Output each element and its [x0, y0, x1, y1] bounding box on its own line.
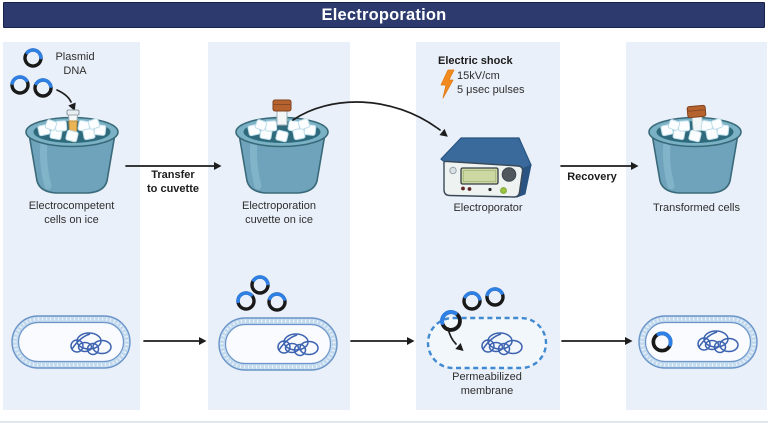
bottom-edge-line	[0, 421, 768, 423]
recovery-arrow	[560, 162, 639, 170]
bacterial-cell-icon	[10, 314, 132, 370]
ice-bucket-icon	[649, 104, 741, 193]
curved-arrow	[292, 101, 451, 140]
shock-pulses-value: 5 μsec pulses	[457, 84, 525, 96]
step1-caption: Electrocompetent cells on ice	[28, 200, 115, 226]
step2-caption: Electroporation cuvette on ice	[242, 200, 316, 226]
lightning-bolt-icon	[440, 69, 455, 99]
title-bar: Electroporation	[3, 2, 765, 28]
permeabilized-membrane-label: Permeabilized membrane	[452, 371, 522, 397]
recovery-label: Recovery	[567, 171, 617, 183]
electroporator-icon	[440, 137, 532, 198]
transfer-arrow	[125, 162, 222, 170]
device-led	[500, 187, 507, 194]
step3-caption: Electroporator	[453, 202, 523, 214]
step4-caption: Transformed cells	[652, 202, 740, 214]
process-arrow	[350, 337, 415, 345]
page-title: Electroporation	[321, 5, 447, 24]
bacterial-cell-icon	[217, 316, 339, 372]
process-arrow	[561, 337, 633, 345]
plasmid-icon	[8, 46, 54, 99]
plasmid-drop-arrow	[56, 89, 79, 113]
process-arrow	[143, 337, 207, 345]
ice-bucket-icon	[26, 109, 118, 193]
ice-bucket-icon	[236, 99, 328, 193]
device-knob	[501, 167, 517, 182]
transformed-cell-icon	[637, 314, 759, 370]
entry-arrow	[447, 327, 467, 354]
shock-voltage-value: 15kV/cm	[457, 70, 500, 82]
lcd-display	[460, 167, 499, 185]
permeabilized-cell-icon	[426, 316, 548, 370]
electric-shock-heading: Electric shock	[438, 55, 513, 67]
transfer-label: Transfer to cuvette	[147, 169, 199, 195]
plasmid-icon	[233, 273, 287, 314]
plasmid-dna-label: Plasmid DNA	[55, 51, 95, 77]
